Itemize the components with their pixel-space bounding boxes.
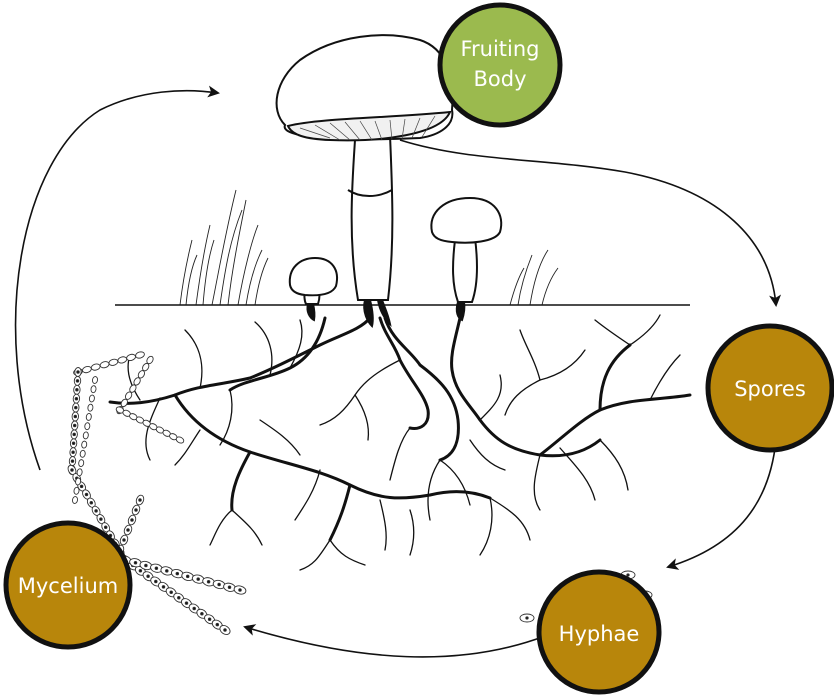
hypha-cell-nucleus [193, 607, 196, 610]
hypha-cell [78, 459, 84, 467]
hypha-cell-nucleus [73, 424, 76, 427]
hypha-cell-nucleus [80, 485, 83, 488]
mushroom-small [290, 258, 337, 320]
hypha-cell-nucleus [228, 586, 231, 589]
hypha-cell-nucleus [76, 380, 79, 383]
hypha-cell-nucleus [155, 567, 158, 570]
hypha-cell-nucleus [95, 510, 98, 513]
stage-fruiting-body-circle [440, 5, 560, 125]
hypha-cell [108, 358, 118, 366]
stage-spores: Spores [708, 326, 832, 450]
arrow-spores-to-hyphae [668, 440, 776, 567]
hypha-cell-nucleus [201, 613, 204, 616]
stage-hyphae-label: Hyphae [559, 622, 640, 646]
stage-spores-label: Spores [734, 377, 806, 401]
hypha-cell-nucleus [77, 371, 80, 374]
hypha-cell [81, 441, 87, 449]
hypha-cell [73, 487, 79, 495]
hypha-cell [80, 450, 86, 458]
hypha-cell [84, 422, 90, 430]
hypha-cell-nucleus [85, 493, 88, 496]
hypha-cell [135, 351, 145, 359]
hypha-cell-nucleus [166, 570, 169, 573]
hypha-cell-nucleus [162, 586, 165, 589]
hypha-cell-nucleus [186, 575, 189, 578]
hypha-cell-nucleus [72, 451, 75, 454]
hypha-cell-nucleus [76, 389, 79, 392]
hypha-cell-nucleus [216, 623, 219, 626]
hypha-cell-nucleus [170, 591, 173, 594]
hypha-cell [83, 432, 89, 440]
stage-fruiting-body: Fruiting Body [440, 5, 560, 125]
hypha-cell [99, 361, 109, 369]
hypha-cell [89, 395, 95, 403]
mushroom-medium-cap [431, 198, 501, 243]
hypha-cell [77, 468, 83, 476]
hypha-cell-nucleus [104, 526, 107, 529]
hypha-cell-nucleus [135, 509, 138, 512]
hypha-cell-nucleus [71, 469, 74, 472]
hypha-cell-nucleus [155, 580, 158, 583]
hypha-cell-nucleus [123, 539, 126, 542]
hypha-cell [87, 404, 93, 412]
hypha-cell-nucleus [176, 572, 179, 575]
hypha-cell-nucleus [178, 596, 181, 599]
hypha-cell-nucleus [131, 519, 134, 522]
mushroom-medium-stem [453, 238, 477, 302]
hypha-cell [86, 413, 92, 421]
hypha-cell-nucleus [73, 433, 76, 436]
hypha-cell-nucleus [218, 583, 221, 586]
hypha-cell-nucleus [239, 589, 242, 592]
mushroom-large-stem [352, 135, 393, 300]
hypha-cell [90, 385, 96, 393]
hypha-cell [82, 366, 92, 374]
hypha-cell [126, 353, 136, 361]
stage-mycelium-label: Mycelium [18, 574, 118, 598]
hypha-cell-nucleus [139, 499, 142, 502]
hypha-cell [117, 356, 127, 364]
stage-fruiting-body-label-line2: Body [473, 67, 526, 91]
arrow-hyphae-to-mycelium [245, 627, 545, 657]
hypha-cell [92, 376, 98, 384]
hypha-cell-nucleus [134, 561, 137, 564]
hypha-cell-nucleus [224, 629, 227, 632]
stage-fruiting-body-label-line1: Fruiting [460, 37, 539, 61]
hypha-cell-nucleus [74, 415, 77, 418]
hypha-cell [72, 496, 78, 504]
hypha-cell-nucleus [100, 518, 103, 521]
hypha-cell-nucleus [71, 460, 74, 463]
hypha-cell-nucleus [197, 578, 200, 581]
hypha-cell-nucleus [207, 581, 210, 584]
hypha-cell-nucleus [147, 575, 150, 578]
hypha-cell-nucleus [72, 442, 75, 445]
hypha-cell [91, 363, 101, 371]
stage-mycelium: Mycelium [6, 523, 130, 647]
hypha-cell [75, 478, 81, 486]
hypha-cell-nucleus [127, 529, 130, 532]
mushroom-medium [431, 198, 501, 320]
mycelium-network [110, 318, 690, 540]
hypha-cell-nucleus [90, 501, 93, 504]
hypha-cell-nucleus [208, 618, 211, 621]
mushroom-small-cap [290, 258, 337, 295]
hypha-cell-nucleus [185, 602, 188, 605]
hypha-cell-nucleus [139, 570, 142, 573]
stage-hyphae: Hyphae [539, 572, 659, 692]
hypha-cell-nucleus [75, 406, 78, 409]
hypha-cell-nucleus [75, 397, 78, 400]
hypha-cell-nucleus [145, 564, 148, 567]
